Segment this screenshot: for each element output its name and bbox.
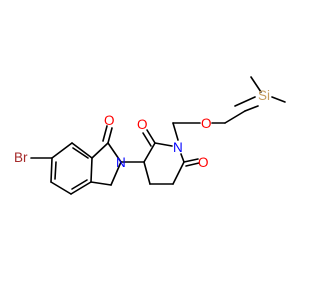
- bond: [71, 142, 93, 159]
- bond: [90, 181, 112, 186]
- bond: [234, 96, 256, 107]
- bond: [110, 161, 122, 186]
- oxygen-label-imide-upper: O: [137, 117, 148, 132]
- bond: [102, 125, 108, 142]
- bond: [91, 142, 109, 159]
- bond: [185, 162, 200, 167]
- bond: [172, 122, 179, 141]
- bond: [143, 161, 151, 185]
- bonds: [30, 76, 286, 195]
- bond: [250, 76, 262, 93]
- nitrogen-label-isoindolinone: N: [116, 155, 126, 170]
- oxygen-label-lactam: O: [104, 113, 115, 128]
- bond: [183, 158, 199, 163]
- bond: [54, 161, 57, 180]
- bond: [70, 181, 92, 195]
- bond: [271, 96, 286, 103]
- silicon-label: Si: [258, 88, 270, 103]
- bond: [244, 105, 259, 112]
- bromine-label: Br: [14, 150, 28, 165]
- bond: [90, 157, 93, 183]
- nitrogen-label-piperidine: N: [173, 140, 183, 155]
- bond: [146, 129, 156, 144]
- bond: [72, 147, 89, 159]
- bond: [224, 110, 246, 124]
- bond: [50, 157, 53, 183]
- molecule-structure: Br O N O N O O Si: [14, 76, 286, 195]
- atom-labels: Br O N O N O O Si: [14, 88, 270, 170]
- oxygen-label-ether: O: [201, 116, 212, 131]
- bond: [50, 181, 72, 195]
- bond: [107, 142, 122, 163]
- bond: [143, 142, 156, 163]
- bond: [180, 153, 185, 163]
- bond: [142, 132, 152, 147]
- bond: [154, 142, 173, 147]
- bond: [107, 127, 113, 144]
- bond: [172, 161, 185, 185]
- bond: [71, 179, 88, 190]
- bond: [51, 142, 73, 159]
- oxygen-label-imide-lower: O: [198, 155, 209, 170]
